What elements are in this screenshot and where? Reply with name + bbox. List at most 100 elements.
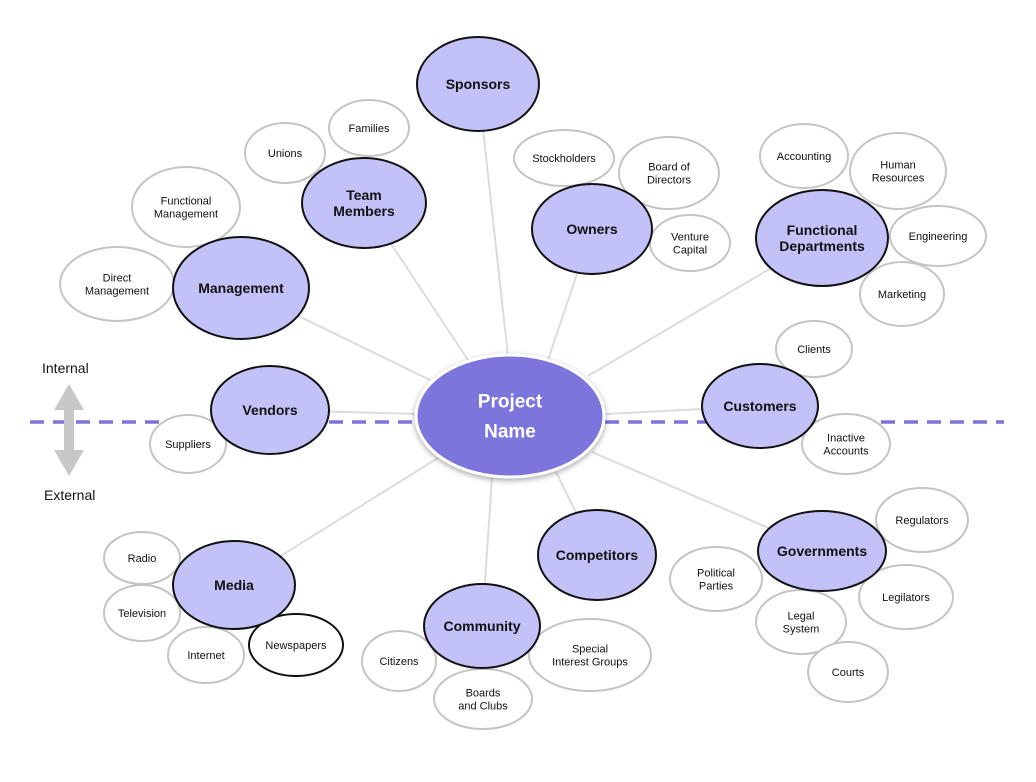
sub-node-shape xyxy=(859,261,945,327)
sub-node-engineering[interactable]: Engineering xyxy=(889,205,987,267)
sub-node-shape xyxy=(889,205,987,267)
sub-node-label: Citizens xyxy=(379,656,419,668)
sub-node-regulators[interactable]: Regulators xyxy=(875,487,969,553)
stakeholder-node-shape xyxy=(172,236,310,340)
stakeholder-node-shape xyxy=(531,183,653,275)
sub-node-shape xyxy=(775,320,853,378)
stakeholder-node-management[interactable]: Management xyxy=(172,236,310,340)
stakeholder-node-label: Management xyxy=(198,280,284,296)
sub-node-shape xyxy=(167,626,245,684)
sub-node-label: Regulators xyxy=(895,515,949,527)
sub-node-label: Suppliers xyxy=(165,439,211,451)
sub-node-shape xyxy=(759,123,849,189)
sub-node-marketing[interactable]: Marketing xyxy=(859,261,945,327)
sub-node-legilators[interactable]: Legilators xyxy=(858,564,954,630)
sub-node-suppliers[interactable]: Suppliers xyxy=(149,414,227,474)
internal-external-arrow-icon xyxy=(54,384,84,476)
stakeholder-node-label: Customers xyxy=(723,398,796,414)
sub-node-shape xyxy=(801,413,891,475)
sub-node-accounting[interactable]: Accounting xyxy=(759,123,849,189)
sub-node-shape xyxy=(103,584,181,642)
center-node-shape xyxy=(414,353,606,479)
stakeholder-node-customers[interactable]: Customers xyxy=(701,363,819,449)
sub-node-label: Engineering xyxy=(909,231,968,243)
sub-node-label: Unions xyxy=(268,148,303,160)
sub-node-shape xyxy=(528,618,652,692)
sub-node-internet[interactable]: Internet xyxy=(167,626,245,684)
stakeholder-node-competitors[interactable]: Competitors xyxy=(537,509,657,601)
stakeholder-node-shape xyxy=(537,509,657,601)
stakeholder-node-media[interactable]: Media xyxy=(172,540,296,630)
stakeholder-node-vendors[interactable]: Vendors xyxy=(210,365,330,455)
sub-node-shape xyxy=(618,136,720,210)
stakeholder-node-shape xyxy=(172,540,296,630)
sub-node-shape xyxy=(849,132,947,210)
stakeholder-node-shape xyxy=(210,365,330,455)
stakeholder-node-shape xyxy=(755,189,889,287)
sub-node-label: Accounting xyxy=(777,151,831,163)
sub-node-families[interactable]: Families xyxy=(328,99,410,157)
sub-node-citizens[interactable]: Citizens xyxy=(361,630,437,692)
sub-node-shape xyxy=(858,564,954,630)
sub-node-shape xyxy=(433,668,533,730)
sub-node-label: Internet xyxy=(187,650,224,662)
stakeholder-node-shape xyxy=(701,363,819,449)
sub-node-television[interactable]: Television xyxy=(103,584,181,642)
sub-node-shape xyxy=(669,546,763,612)
sub-node-label: Clients xyxy=(797,344,831,356)
stakeholder-node-shape xyxy=(423,583,541,669)
external-label: External xyxy=(44,487,96,503)
stakeholder-node-owners[interactable]: Owners xyxy=(531,183,653,275)
sub-node-shape xyxy=(248,613,344,677)
double-arrow-shape xyxy=(54,384,84,476)
stakeholder-node-label: Competitors xyxy=(556,547,639,563)
sub-node-radio[interactable]: Radio xyxy=(103,531,181,585)
stakeholder-node-governments[interactable]: Governments xyxy=(757,510,887,592)
stakeholder-node-label: Owners xyxy=(566,221,618,237)
sub-node-clients[interactable]: Clients xyxy=(775,320,853,378)
stakeholder-node-label: Sponsors xyxy=(446,76,511,92)
stakeholder-node-community[interactable]: Community xyxy=(423,583,541,669)
sub-node-label: Radio xyxy=(128,553,157,565)
sub-node-newspapers[interactable]: Newspapers xyxy=(248,613,344,677)
sub-node-label: Families xyxy=(349,123,390,135)
sub-node-unions[interactable]: Unions xyxy=(244,122,326,184)
sub-node-courts[interactable]: Courts xyxy=(807,641,889,703)
sub-node-shape xyxy=(513,129,615,187)
sub-node-stockholders[interactable]: Stockholders xyxy=(513,129,615,187)
stakeholder-node-label: Community xyxy=(444,618,521,634)
sub-node-label: Stockholders xyxy=(532,153,596,165)
stakeholder-node-sponsors[interactable]: Sponsors xyxy=(416,36,540,132)
internal-label: Internal xyxy=(42,360,89,376)
stakeholder-node-label: Vendors xyxy=(242,402,297,418)
sub-node-label: Courts xyxy=(832,667,865,679)
